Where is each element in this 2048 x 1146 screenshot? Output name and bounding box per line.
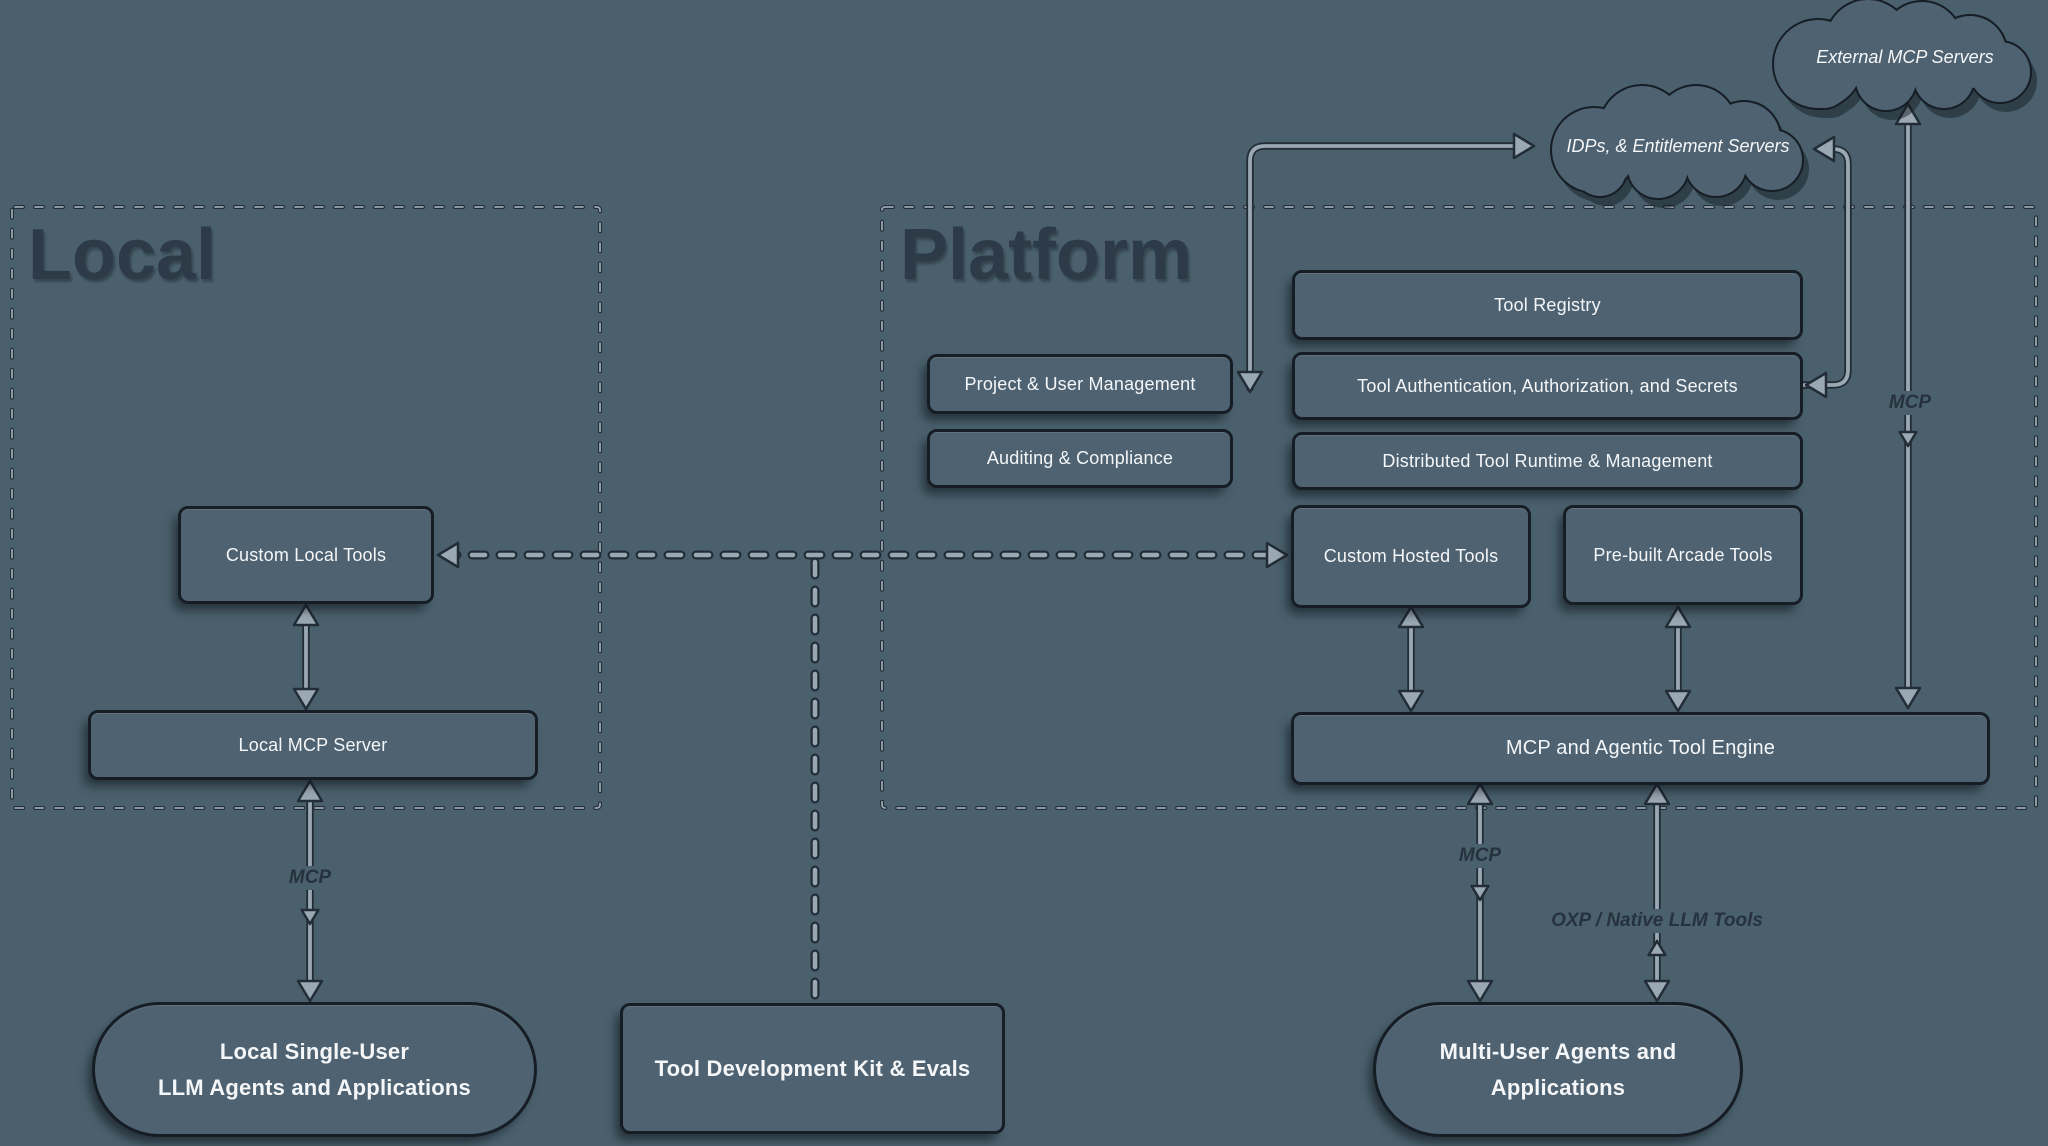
arrowhead-down bbox=[1397, 689, 1425, 713]
edge-custom-local-to-custom-hosted bbox=[436, 541, 1289, 569]
node-distributed-tool-runtime: Distributed Tool Runtime & Management bbox=[1292, 432, 1803, 490]
arrowhead-right bbox=[1265, 541, 1289, 569]
node-custom-local-tools: Custom Local Tools bbox=[178, 506, 434, 604]
node-label-line1: Multi-User Agents and bbox=[1439, 1039, 1677, 1065]
arrowhead-down bbox=[1470, 884, 1490, 902]
node-label: Project & User Management bbox=[964, 373, 1196, 394]
arrowhead-left bbox=[1812, 135, 1836, 163]
node-auditing-compliance: Auditing & Compliance bbox=[927, 429, 1233, 488]
platform-region-border bbox=[880, 205, 2038, 810]
edge-prebuilt-to-engine bbox=[1664, 605, 1692, 713]
node-label: Tool Development Kit & Evals bbox=[654, 1055, 971, 1081]
node-local-single-user-agents: Local Single-User LLM Agents and Applica… bbox=[92, 1002, 537, 1137]
node-label: Tool Registry bbox=[1494, 294, 1601, 315]
arrowhead-up bbox=[292, 603, 320, 627]
arrowhead-down bbox=[1236, 370, 1264, 394]
node-tool-authentication: Tool Authentication, Authorization, and … bbox=[1292, 352, 1803, 420]
arrowhead-up bbox=[1894, 102, 1922, 126]
edge-engine-to-multi-user-oxp bbox=[1643, 782, 1671, 1003]
arrowhead-right bbox=[1512, 132, 1536, 160]
node-custom-hosted-tools: Custom Hosted Tools bbox=[1291, 505, 1531, 608]
edge-label-engine-mcp: MCP bbox=[1450, 844, 1510, 868]
cloud-idps-entitlement-servers bbox=[1550, 84, 1809, 208]
arrowhead-up bbox=[1664, 605, 1692, 629]
edge-label-external-mcp: MCP bbox=[1880, 391, 1940, 415]
node-local-mcp-server: Local MCP Server bbox=[88, 710, 538, 780]
platform-container-title: Platform bbox=[900, 215, 1193, 295]
arrowhead-up bbox=[1643, 782, 1671, 806]
node-prebuilt-arcade-tools: Pre-built Arcade Tools bbox=[1563, 505, 1803, 605]
arrowhead-up bbox=[296, 779, 324, 803]
arrowhead-down bbox=[1664, 689, 1692, 713]
edge-custom-local-to-local-mcp bbox=[292, 603, 320, 711]
node-label-line2: LLM Agents and Applications bbox=[158, 1074, 471, 1100]
node-label-line1: Local Single-User bbox=[219, 1039, 410, 1065]
edge-local-mcp-to-local-agents bbox=[296, 779, 324, 1003]
cloud-label-line2: Servers bbox=[1727, 136, 1790, 157]
node-label: Distributed Tool Runtime & Management bbox=[1382, 450, 1713, 471]
arrowhead-up bbox=[1466, 782, 1494, 806]
arrowhead-down bbox=[1894, 686, 1922, 710]
arrowhead-down bbox=[292, 687, 320, 711]
arrowhead-up bbox=[1647, 939, 1667, 957]
arrowhead-down bbox=[1898, 430, 1918, 448]
local-region-border bbox=[10, 205, 602, 810]
edge-label-local-mcp: MCP bbox=[280, 866, 340, 890]
node-label: MCP and Agentic Tool Engine bbox=[1505, 737, 1776, 759]
local-container-title: Local bbox=[28, 215, 217, 295]
cloud-external-mcp-servers-label: External MCP Servers bbox=[1816, 47, 1994, 68]
node-label: Local MCP Server bbox=[238, 734, 388, 755]
node-label-line2: Applications bbox=[1490, 1074, 1626, 1100]
node-label: Pre-built Arcade Tools bbox=[1593, 544, 1773, 565]
arrowhead-down bbox=[296, 979, 324, 1003]
node-label: Auditing & Compliance bbox=[986, 448, 1174, 468]
edge-tool-auth-to-idps bbox=[1800, 135, 1852, 399]
node-project-user-management: Project & User Management bbox=[927, 354, 1233, 414]
edge-project-mgmt-to-idps bbox=[1236, 132, 1536, 394]
arrowhead-left bbox=[1804, 371, 1828, 399]
cloud-idps-entitlement-label: IDPs, & Entitlement Servers bbox=[1566, 133, 1789, 161]
arrowhead-up bbox=[1397, 605, 1425, 629]
arrowhead-down bbox=[1466, 979, 1494, 1003]
node-label: Tool Authentication, Authorization, and … bbox=[1357, 375, 1738, 396]
node-label: Custom Hosted Tools bbox=[1323, 546, 1499, 566]
cloud-label-line1: IDPs, & Entitlement bbox=[1566, 136, 1723, 157]
arrowhead-left bbox=[436, 541, 460, 569]
node-mcp-agentic-tool-engine: MCP and Agentic Tool Engine bbox=[1291, 712, 1990, 785]
node-multi-user-agents: Multi-User Agents and Applications bbox=[1373, 1002, 1743, 1137]
node-label: Custom Local Tools bbox=[225, 544, 387, 565]
node-tool-development-kit: Tool Development Kit & Evals bbox=[620, 1003, 1005, 1134]
cloud-external-mcp-servers bbox=[1772, 0, 2037, 120]
edge-custom-hosted-to-engine bbox=[1397, 605, 1425, 713]
edge-engine-to-multi-user-mcp bbox=[1466, 782, 1494, 1003]
node-tool-registry: Tool Registry bbox=[1292, 270, 1803, 340]
edge-label-oxp-native-llm-tools: OXP / Native LLM Tools bbox=[1543, 909, 1771, 933]
arrowhead-down bbox=[300, 908, 320, 926]
arrowhead-down bbox=[1643, 979, 1671, 1003]
